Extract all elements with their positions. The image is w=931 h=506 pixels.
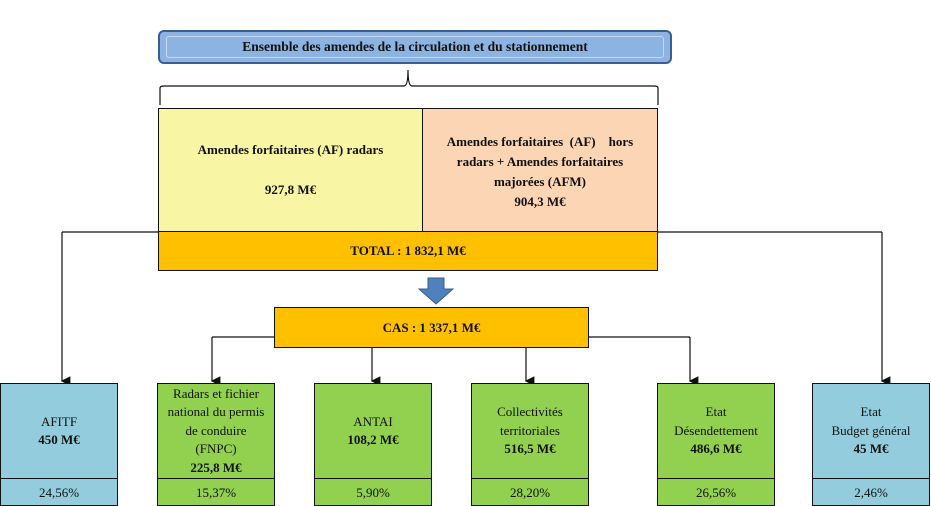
af-hors-amount: 904,3 M€ — [514, 194, 566, 209]
recipient-percent: 24,56% — [38, 484, 80, 500]
af-radars-amount: 927,8 M€ — [264, 182, 317, 197]
recipient-box: AFITF 450 M€ 24,56% — [0, 383, 118, 506]
recipient-percent: 2,46% — [854, 484, 888, 500]
recipient-percent: 15,37% — [195, 484, 237, 500]
total-text: TOTAL : 1 832,1 M€ — [350, 243, 466, 258]
down-arrow-icon — [417, 277, 455, 305]
recipient-line: (FNPC) — [195, 441, 237, 457]
af-hors-line: majorées (AFM) — [493, 174, 587, 189]
cas-box: CAS : 1 337,1 M€ — [274, 307, 589, 348]
recipient-line: AFITF — [40, 413, 78, 429]
recipient-amount: 486,6 M€ — [690, 441, 742, 457]
recipient-amount: 516,5 M€ — [504, 441, 556, 457]
title-box: Ensemble des amendes de la circulation e… — [158, 30, 672, 64]
recipient-line: national du permis — [167, 404, 265, 420]
title-text: Ensemble des amendes de la circulation e… — [242, 39, 588, 54]
recipient-amount: 225,8 M€ — [190, 459, 242, 475]
recipient-percent: 5,90% — [356, 484, 390, 500]
recipient-line: ANTAI — [353, 413, 393, 429]
recipient-line: Etat — [860, 404, 882, 420]
recipient-line: Radars et fichier — [173, 385, 259, 401]
af-hors-line: Amendes forfaitaires (AF) hors — [446, 134, 634, 149]
af-hors-line: radars + Amendes forfaitaires — [456, 154, 624, 169]
recipient-name: ANTAI 108,2 M€ — [315, 384, 431, 479]
recipient-line: de conduire — [185, 422, 247, 438]
total-box: TOTAL : 1 832,1 M€ — [158, 231, 658, 271]
recipient-amount: 45 M€ — [853, 441, 889, 457]
recipient-line: territoriales — [500, 422, 560, 438]
recipient-line: Budget général — [831, 422, 911, 438]
recipient-name: Collectivités territoriales 516,5 M€ — [472, 384, 588, 479]
recipient-name: Radars et fichier national du permis de co… — [158, 384, 274, 479]
brace — [159, 69, 659, 105]
recipient-amount: 108,2 M€ — [347, 432, 399, 447]
af-radars-label: Amendes forfaitaires (AF) radars — [197, 142, 384, 157]
recipient-line: Etat — [705, 404, 727, 420]
recipient-box: Collectivités territoriales 516,5 M€ 28,20% — [471, 383, 589, 506]
af-hors-box: Amendes forfaitaires (AF) hors radars + … — [422, 108, 658, 232]
recipient-amount: 450 M€ — [38, 432, 80, 447]
recipient-box: Radars et fichier national du permis de co… — [157, 383, 275, 506]
cas-text: CAS : 1 337,1 M€ — [382, 319, 481, 335]
recipient-percent: 28,20% — [509, 484, 551, 500]
recipient-line: Collectivités — [497, 404, 563, 420]
recipient-percent: 26,56% — [695, 484, 737, 500]
recipient-name: AFITF 450 M€ — [1, 384, 117, 479]
af-radars-box: Amendes forfaitaires (AF) radars 927,8 M… — [158, 108, 423, 232]
recipient-line: Désendettement — [674, 422, 758, 438]
recipient-box: ANTAI 108,2 M€ 5,90% — [314, 383, 432, 506]
